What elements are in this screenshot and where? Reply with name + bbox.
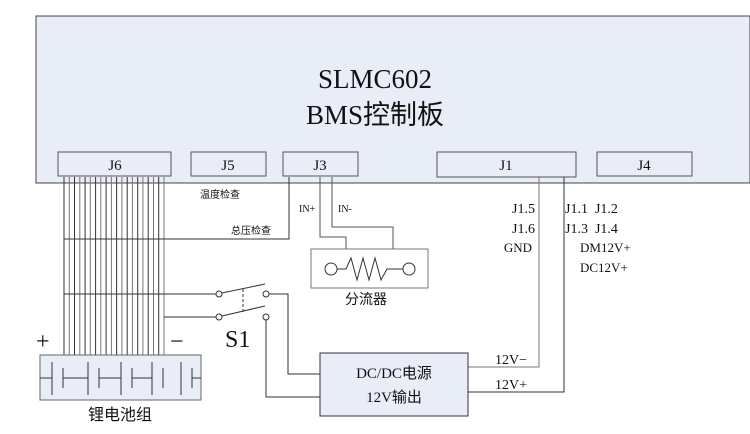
- connector-j1: J1: [436, 151, 577, 178]
- temp-check-label: 温度检查: [200, 188, 240, 201]
- svg-text:J5: J5: [221, 158, 234, 174]
- j1-gnd-wire: [466, 177, 540, 368]
- svg-text:J3: J3: [313, 158, 326, 174]
- j6-wire-bundle: [63, 177, 165, 355]
- svg-text:DC/DC电源: DC/DC电源: [356, 365, 432, 382]
- 12v-plus-label: 12V+: [495, 378, 527, 393]
- in-plus-label: IN+: [299, 204, 316, 215]
- j1-3-4-label: J1.3 J1.4: [565, 222, 618, 237]
- svg-text:J1: J1: [499, 158, 512, 174]
- connector-j5: J5: [190, 151, 267, 177]
- in-minus-label: IN-: [338, 204, 352, 215]
- battery-plus-sign: +: [36, 329, 50, 355]
- switch-to-dcdc-wire-1: [269, 293, 320, 375]
- connector-j4: J4: [596, 151, 693, 177]
- j1-1-2-label: J1.1 J1.2: [565, 202, 618, 217]
- total-voltage-check-label: 总压检查: [231, 224, 271, 237]
- dcdc-power-supply: DC/DC电源 12V输出: [319, 352, 469, 417]
- gnd-label: GND: [504, 240, 532, 255]
- switch-label: S1: [225, 327, 250, 353]
- 12v-minus-label: 12V−: [495, 353, 527, 368]
- shunt: [310, 248, 429, 289]
- dm12v-label: DM12V+: [580, 240, 631, 255]
- battery-minus-sign: −: [170, 329, 184, 355]
- total-voltage-wire: [64, 177, 290, 240]
- shunt-label: 分流器: [345, 292, 387, 308]
- board-model: SLMC602: [318, 64, 432, 94]
- svg-text:12V输出: 12V输出: [366, 389, 422, 406]
- j1-12v-wire: [466, 177, 565, 393]
- j1-6-label: J1.6: [512, 222, 535, 237]
- switch-to-dcdc-wire-2: [265, 320, 320, 398]
- connector-j3: J3: [282, 151, 359, 177]
- j1-5-label: J1.5: [512, 202, 535, 217]
- lithium-battery-pack: [39, 354, 202, 401]
- battery-label: 锂电池组: [88, 406, 152, 424]
- dc12v-label: DC12V+: [580, 260, 628, 275]
- board-name: BMS控制板: [306, 100, 444, 130]
- svg-text:J4: J4: [637, 158, 651, 174]
- switch-s1: [215, 283, 270, 321]
- connector-j6: J6: [57, 151, 172, 177]
- svg-text:J6: J6: [108, 158, 122, 174]
